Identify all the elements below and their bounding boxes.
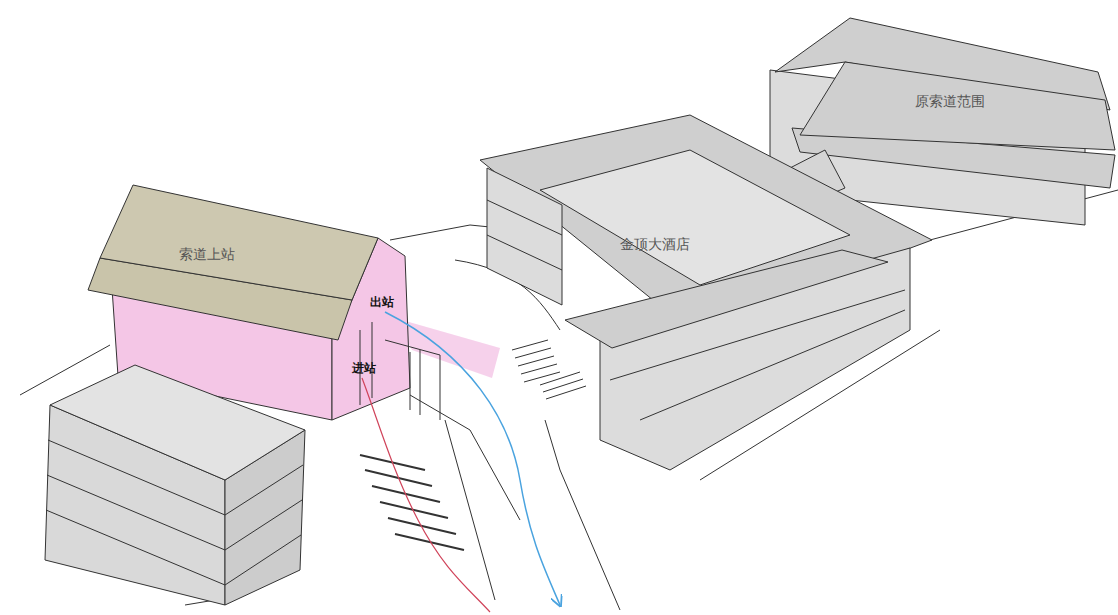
node-outline	[540, 150, 850, 285]
node-outline	[88, 185, 380, 300]
building-node: 原索道范围	[800, 60, 1115, 150]
block-building	[45, 365, 305, 605]
building-roof	[50, 365, 305, 480]
route-label: 出站	[370, 294, 394, 311]
ground-line	[390, 225, 500, 240]
stair-step	[360, 455, 464, 550]
courtyard-shape	[540, 150, 850, 285]
building-node: 索道上站	[88, 185, 380, 300]
ground-line	[545, 420, 620, 610]
building-name: 金顶大酒店	[620, 236, 690, 254]
roof-label-shape	[800, 62, 1115, 150]
route-label: 进站	[352, 360, 376, 377]
building-node: 金顶大酒店	[540, 150, 850, 285]
entry-route	[362, 378, 490, 612]
stair-step	[540, 372, 586, 399]
exit-route	[385, 312, 560, 605]
hotel-building	[480, 115, 932, 470]
ground-lines	[20, 190, 1118, 610]
building-name: 原索道范围	[915, 93, 985, 111]
ground-line	[410, 395, 520, 520]
roof-label-shape	[100, 185, 378, 300]
building-name: 索道上站	[179, 246, 235, 264]
stair-step	[512, 340, 560, 382]
floor-line	[46, 440, 303, 585]
